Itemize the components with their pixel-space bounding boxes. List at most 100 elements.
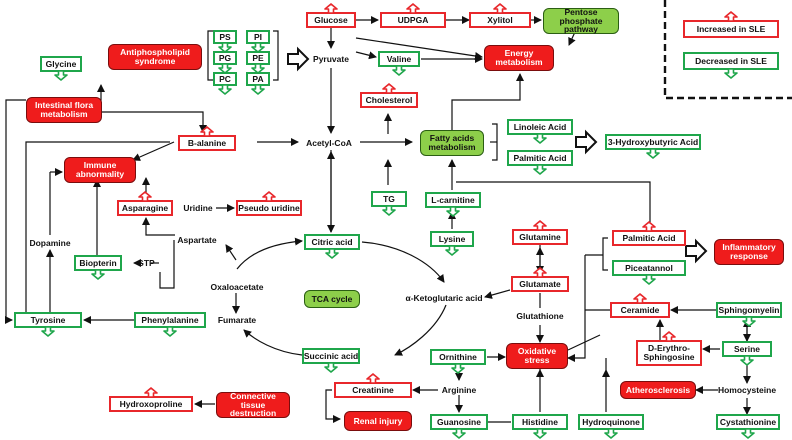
decrease-arrow-icon: [324, 362, 338, 373]
increase-arrow-icon: [144, 387, 158, 398]
node-gtp: GTP: [137, 258, 155, 268]
node-ornithine: Ornithine: [430, 349, 486, 374]
node-balanine: B-alanine: [178, 126, 236, 151]
decrease-arrow-icon: [642, 274, 656, 285]
node-asparagine: Asparagine: [117, 191, 173, 216]
increase-arrow-icon: [382, 83, 396, 94]
increase-arrow-icon: [262, 191, 276, 202]
legend-decreased-label: Decreased in SLE: [695, 55, 767, 66]
decrease-arrow-icon: [740, 355, 754, 366]
node-lcarnitine: L-carnitine: [425, 192, 481, 217]
block-arrow-hydroxybutyric: [575, 129, 598, 155]
decrease-arrow-icon: [646, 148, 660, 159]
node-pi: PI: [246, 30, 270, 53]
increase-arrow-icon: [533, 267, 547, 278]
decrease-arrow-icon: [445, 245, 459, 256]
decrease-arrow-icon: [392, 65, 406, 76]
increase-arrow-icon: [533, 220, 547, 231]
increase-arrow-icon: [138, 191, 152, 202]
legend-decreased: Decreased in SLE: [683, 52, 779, 79]
node-pa: PA: [246, 72, 270, 95]
decrease-arrow-icon: [452, 428, 466, 439]
decrease-arrow-icon: [604, 428, 618, 439]
node-acetyl: Acetyl-CoA: [306, 138, 352, 148]
legend-increased: Increased in SLE: [683, 11, 779, 38]
node-pyruvate: Pyruvate: [313, 54, 349, 64]
decrease-arrow-icon: [54, 70, 68, 81]
decrease-arrow-icon: [218, 42, 232, 53]
node-serine: Serine: [722, 341, 772, 366]
node-succinic: Succinic acid: [302, 348, 360, 373]
node-valine: Valine: [378, 51, 420, 76]
node-piceatannol: Piceatannol: [612, 260, 686, 285]
node-inflammatory: Inflammatory response: [714, 239, 784, 265]
node-uridine: Uridine: [183, 203, 213, 213]
node-cystathionine: Cystathionine: [716, 414, 780, 439]
node-linoleic: Linoleic Acid: [507, 119, 573, 144]
node-citric: Citric acid: [304, 234, 360, 259]
node-pc: PC: [213, 72, 237, 95]
node-renal: Renal injury: [344, 411, 412, 431]
node-energy: Energy metabolism: [484, 45, 554, 71]
increase-arrow-icon: [493, 3, 507, 14]
node-phenylalanine: Phenylalanine: [134, 312, 206, 337]
decrease-arrow-icon: [382, 205, 396, 216]
node-lysine: Lysine: [430, 231, 474, 256]
decrease-arrow-icon: [741, 428, 755, 439]
increase-arrow-icon: [633, 293, 647, 304]
node-fumarate: Fumarate: [217, 315, 257, 325]
decrease-arrow-icon: [218, 63, 232, 74]
decrease-arrow-icon: [163, 326, 177, 337]
node-hydroquinone: Hydroquinone: [578, 414, 644, 439]
decrease-arrow-icon: [251, 84, 265, 95]
node-pentose: Pentose phosphate pathway: [543, 7, 619, 34]
node-glycine: Glycine: [40, 56, 82, 81]
block-arrow-inflammatory: [685, 238, 708, 264]
increase-arrow-icon: [724, 11, 738, 22]
node-palmitic1: Palmitic Acid: [507, 150, 573, 175]
increase-arrow-icon: [324, 3, 338, 14]
node-pg: PG: [213, 51, 237, 74]
node-glucose: Glucose: [306, 3, 356, 28]
increase-arrow-icon: [200, 126, 214, 137]
node-aspartate: Aspartate: [177, 235, 217, 245]
decrease-arrow-icon: [724, 68, 738, 79]
increase-arrow-icon: [366, 373, 380, 384]
node-hydroxoproline: Hydroxoproline: [109, 387, 193, 412]
node-pseudo: Pseudo uridine: [236, 191, 302, 216]
node-ketoglutaric: α-Ketoglutaric acid: [405, 293, 483, 303]
node-glutamine: Glutamine: [512, 220, 568, 245]
node-pe: PE: [246, 51, 270, 74]
node-hydroxybutyric: 3-Hydroxybutyric Acid: [605, 134, 701, 159]
decrease-arrow-icon: [251, 63, 265, 74]
node-dopamine: Dopamine: [29, 238, 71, 248]
node-derythro: D-Erythro-Sphingosine: [636, 331, 702, 366]
node-atherosclerosis: Atherosclerosis: [620, 381, 696, 399]
decrease-arrow-icon: [41, 326, 55, 337]
block-arrow-antiphos: [287, 46, 310, 72]
node-immune: Immune abnormality: [64, 157, 136, 183]
decrease-arrow-icon: [446, 206, 460, 217]
node-ps: PS: [213, 30, 237, 53]
decrease-arrow-icon: [533, 164, 547, 175]
node-cholesterol: Cholesterol: [360, 83, 418, 108]
node-biopterin: Biopterin: [74, 255, 122, 280]
block-arrows: [287, 46, 708, 264]
node-connective: Connective tissue destruction: [216, 391, 290, 418]
decrease-arrow-icon: [742, 316, 756, 327]
node-sphingomyelin: Sphingomyelin: [716, 302, 782, 327]
node-fatty: Fatty acids metabolism: [420, 130, 484, 156]
node-creatinine: Creatinine: [334, 373, 412, 398]
decrease-arrow-icon: [251, 42, 265, 53]
node-glutamate: Glutamate: [511, 267, 569, 292]
node-arginine: Arginine: [441, 385, 477, 395]
node-tyrosine: Tyrosine: [14, 312, 82, 337]
node-glutathione: Glutathione: [516, 311, 564, 321]
increase-arrow-icon: [642, 221, 656, 232]
decrease-arrow-icon: [91, 269, 105, 280]
legend-increased-label: Increased in SLE: [696, 23, 766, 34]
node-histidine: Histidine: [512, 414, 568, 439]
node-palmitic2: Palmitic Acid: [612, 221, 686, 246]
node-xylitol: Xylitol: [469, 3, 531, 28]
